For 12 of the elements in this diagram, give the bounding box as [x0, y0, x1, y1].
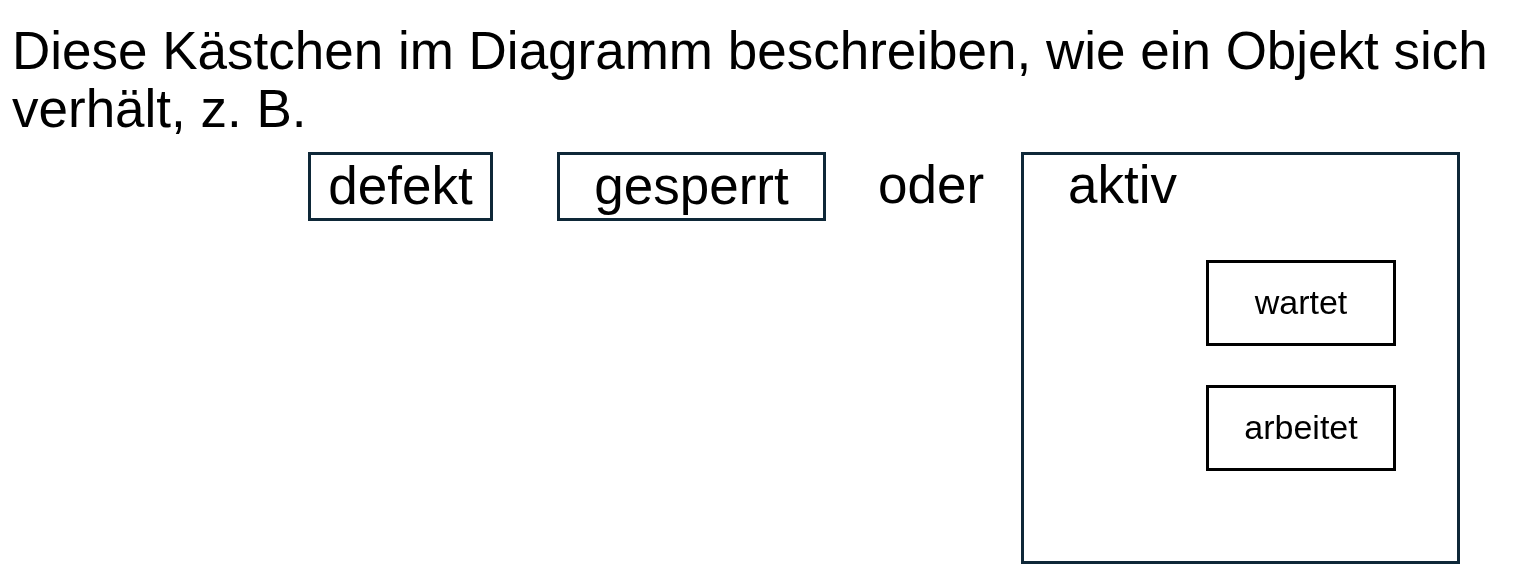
state-label: defekt — [328, 156, 473, 217]
state-label: wartet — [1254, 283, 1348, 323]
state-box — [557, 152, 826, 221]
state-box — [308, 152, 493, 221]
substate-box — [1206, 385, 1396, 471]
inline-text: oder — [878, 155, 985, 216]
state-title: aktiv — [1068, 155, 1177, 216]
state-label: gesperrt — [594, 156, 789, 217]
composite-state-box — [1021, 152, 1460, 564]
sentence-text: Diese Kästchen im Diagramm beschreiben, wie ein Objekt sich verhält, z. B. — [12, 22, 1489, 138]
state-label: arbeitet — [1244, 408, 1358, 448]
substate-box — [1206, 260, 1396, 346]
